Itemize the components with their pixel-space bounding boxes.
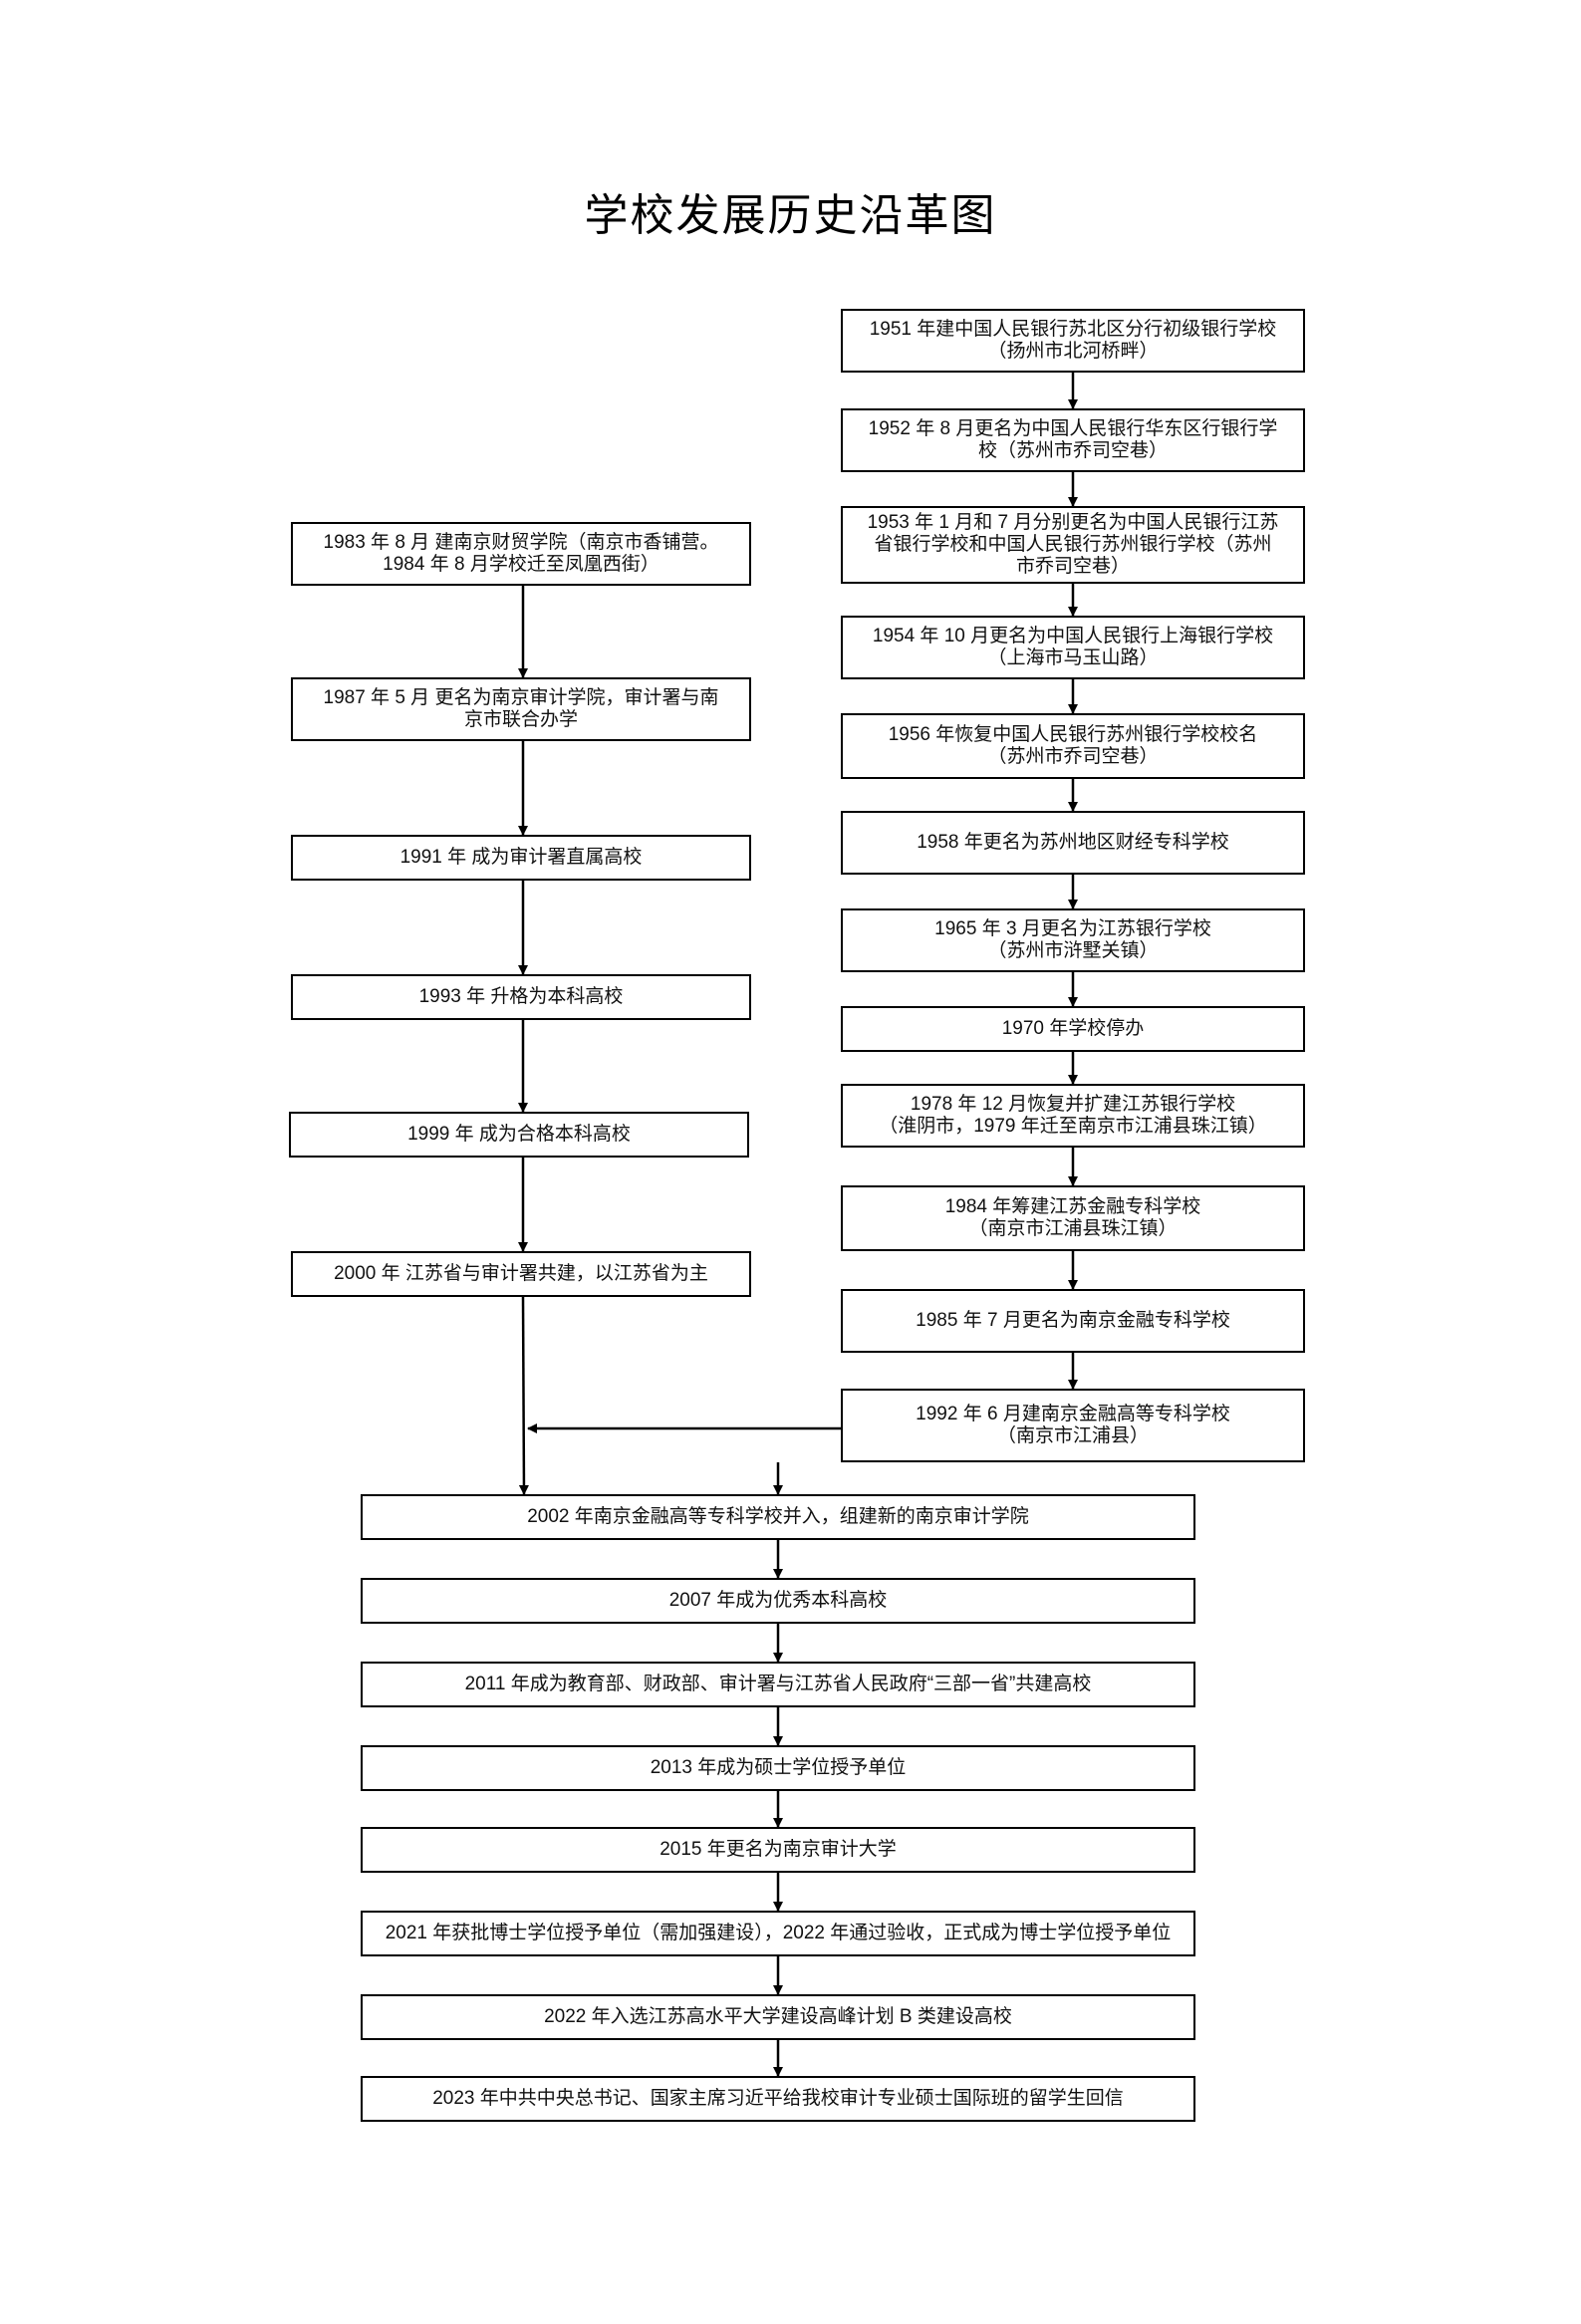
right-step-box: 1958 年更名为苏州地区财经专科学校 [841, 811, 1305, 875]
right-step-box: 1985 年 7 月更名为南京金融专科学校 [841, 1289, 1305, 1353]
left-step-box: 1993 年 升格为本科高校 [291, 974, 751, 1020]
step-text-line: 1993 年 升格为本科高校 [418, 986, 624, 1007]
step-text-line: 1965 年 3 月更名为江苏银行学校 [934, 918, 1211, 939]
step-text-line: 2015 年更名为南京审计大学 [659, 1839, 897, 1860]
bottom-step-box: 2021 年获批博士学位授予单位（需加强建设），2022 年通过验收，正式成为博… [361, 1911, 1195, 1956]
step-text-line: 2013 年成为硕士学位授予单位 [650, 1757, 907, 1778]
step-text-line: 2011 年成为教育部、财政部、审计署与江苏省人民政府“三部一省”共建高校 [464, 1674, 1092, 1694]
step-text-line: 1999 年 成为合格本科高校 [407, 1124, 631, 1145]
step-text-line: 1952 年 8 月更名为中国人民银行华东区行银行学 [868, 418, 1278, 439]
step-text-line: 2023 年中共中央总书记、国家主席习近平给我校审计专业硕士国际班的留学生回信 [432, 2088, 1124, 2109]
step-text-line: 1991 年 成为审计署直属高校 [399, 847, 643, 868]
step-text-line: 2021 年获批博士学位授予单位（需加强建设），2022 年通过验收，正式成为博… [385, 1923, 1172, 1943]
bottom-step-box: 2011 年成为教育部、财政部、审计署与江苏省人民政府“三部一省”共建高校 [361, 1662, 1195, 1707]
left-step-box: 1999 年 成为合格本科高校 [289, 1112, 749, 1158]
step-text-line: （苏州市浒墅关镇） [987, 940, 1159, 961]
right-step-box: 1970 年学校停办 [841, 1006, 1305, 1052]
step-text-line: 1951 年建中国人民银行苏北区分行初级银行学校 [869, 319, 1277, 340]
step-text-line: 2000 年 江苏省与审计署共建，以江苏省为主 [334, 1263, 708, 1284]
bottom-step-box: 2015 年更名为南京审计大学 [361, 1827, 1195, 1873]
left-step-box: 1991 年 成为审计署直属高校 [291, 835, 751, 881]
right-step-box: 1956 年恢复中国人民银行苏州银行学校校名（苏州市乔司空巷） [841, 713, 1305, 779]
step-text-line: （苏州市乔司空巷） [987, 746, 1159, 767]
step-text-line: （淮阴市，1979 年迁至南京市江浦县珠江镇） [879, 1116, 1267, 1137]
step-text-line: 2022 年入选江苏高水平大学建设高峰计划 B 类建设高校 [544, 2006, 1012, 2027]
bottom-step-box: 2022 年入选江苏高水平大学建设高峰计划 B 类建设高校 [361, 1994, 1195, 2040]
right-step-box: 1954 年 10 月更名为中国人民银行上海银行学校（上海市马玉山路） [841, 616, 1305, 679]
step-text-line: 1985 年 7 月更名为南京金融专科学校 [916, 1310, 1230, 1331]
step-text-line: 1954 年 10 月更名为中国人民银行上海银行学校 [872, 626, 1274, 646]
step-text-line: 2002 年南京金融高等专科学校并入，组建新的南京审计学院 [527, 1506, 1029, 1527]
step-text-line: 1953 年 1 月和 7 月分别更名为中国人民银行江苏 [867, 512, 1279, 533]
left-step-box: 1987 年 5 月 更名为南京审计学院，审计署与南京市联合办学 [291, 677, 751, 741]
right-step-box: 1951 年建中国人民银行苏北区分行初级银行学校（扬州市北河桥畔） [841, 309, 1305, 373]
right-step-box: 1984 年筹建江苏金融专科学校（南京市江浦县珠江镇） [841, 1185, 1305, 1251]
step-text-line: 1983 年 8 月 建南京财贸学院（南京市香铺营。 [323, 532, 719, 553]
step-text-line: （南京市江浦县） [996, 1425, 1149, 1446]
merge-arrow [518, 1296, 529, 1495]
left-step-box: 2000 年 江苏省与审计署共建，以江苏省为主 [291, 1251, 751, 1297]
step-text-line: 市乔司空巷） [1015, 556, 1130, 577]
step-text-line: 1978 年 12 月恢复并扩建江苏银行学校 [910, 1094, 1236, 1115]
left-step-box: 1983 年 8 月 建南京财贸学院（南京市香铺营。1984 年 8 月学校迁至… [291, 522, 751, 586]
step-text-line: （上海市马玉山路） [987, 647, 1159, 668]
step-text-line: 1984 年 8 月学校迁至凤凰西街） [383, 554, 659, 575]
right-step-box: 1953 年 1 月和 7 月分别更名为中国人民银行江苏省银行学校和中国人民银行… [841, 506, 1305, 584]
right-step-box: 1992 年 6 月建南京金融高等专科学校（南京市江浦县） [841, 1389, 1305, 1462]
step-text-line: （南京市江浦县珠江镇） [968, 1218, 1178, 1239]
step-text-line: 1970 年学校停办 [1001, 1018, 1145, 1039]
right-step-box: 1952 年 8 月更名为中国人民银行华东区行银行学校（苏州市乔司空巷） [841, 408, 1305, 472]
step-text-line: 2007 年成为优秀本科高校 [668, 1590, 888, 1611]
step-text-line: 1958 年更名为苏州地区财经专科学校 [917, 832, 1229, 853]
step-text-line: （扬州市北河桥畔） [987, 341, 1159, 362]
page-title: 学校发展历史沿革图 [584, 190, 997, 241]
step-text-line: 1992 年 6 月建南京金融高等专科学校 [916, 1404, 1230, 1424]
bottom-step-box: 2023 年中共中央总书记、国家主席习近平给我校审计专业硕士国际班的留学生回信 [361, 2076, 1195, 2122]
right-step-box: 1965 年 3 月更名为江苏银行学校（苏州市浒墅关镇） [841, 908, 1305, 972]
step-text-line: 1984 年筹建江苏金融专科学校 [944, 1196, 1201, 1217]
bottom-step-box: 2013 年成为硕士学位授予单位 [361, 1745, 1195, 1791]
right-step-box: 1978 年 12 月恢复并扩建江苏银行学校（淮阴市，1979 年迁至南京市江浦… [841, 1084, 1305, 1148]
step-text-line: 省银行学校和中国人民银行苏州银行学校（苏州 [874, 534, 1272, 555]
bottom-step-box: 2007 年成为优秀本科高校 [361, 1578, 1195, 1624]
step-text-line: 京市联合办学 [463, 709, 578, 730]
step-text-line: 1987 年 5 月 更名为南京审计学院，审计署与南 [323, 687, 719, 708]
step-text-line: 1956 年恢复中国人民银行苏州银行学校校名 [888, 724, 1258, 745]
step-text-line: 校（苏州市乔司空巷） [977, 440, 1168, 461]
bottom-step-box: 2002 年南京金融高等专科学校并入，组建新的南京审计学院 [361, 1494, 1195, 1540]
